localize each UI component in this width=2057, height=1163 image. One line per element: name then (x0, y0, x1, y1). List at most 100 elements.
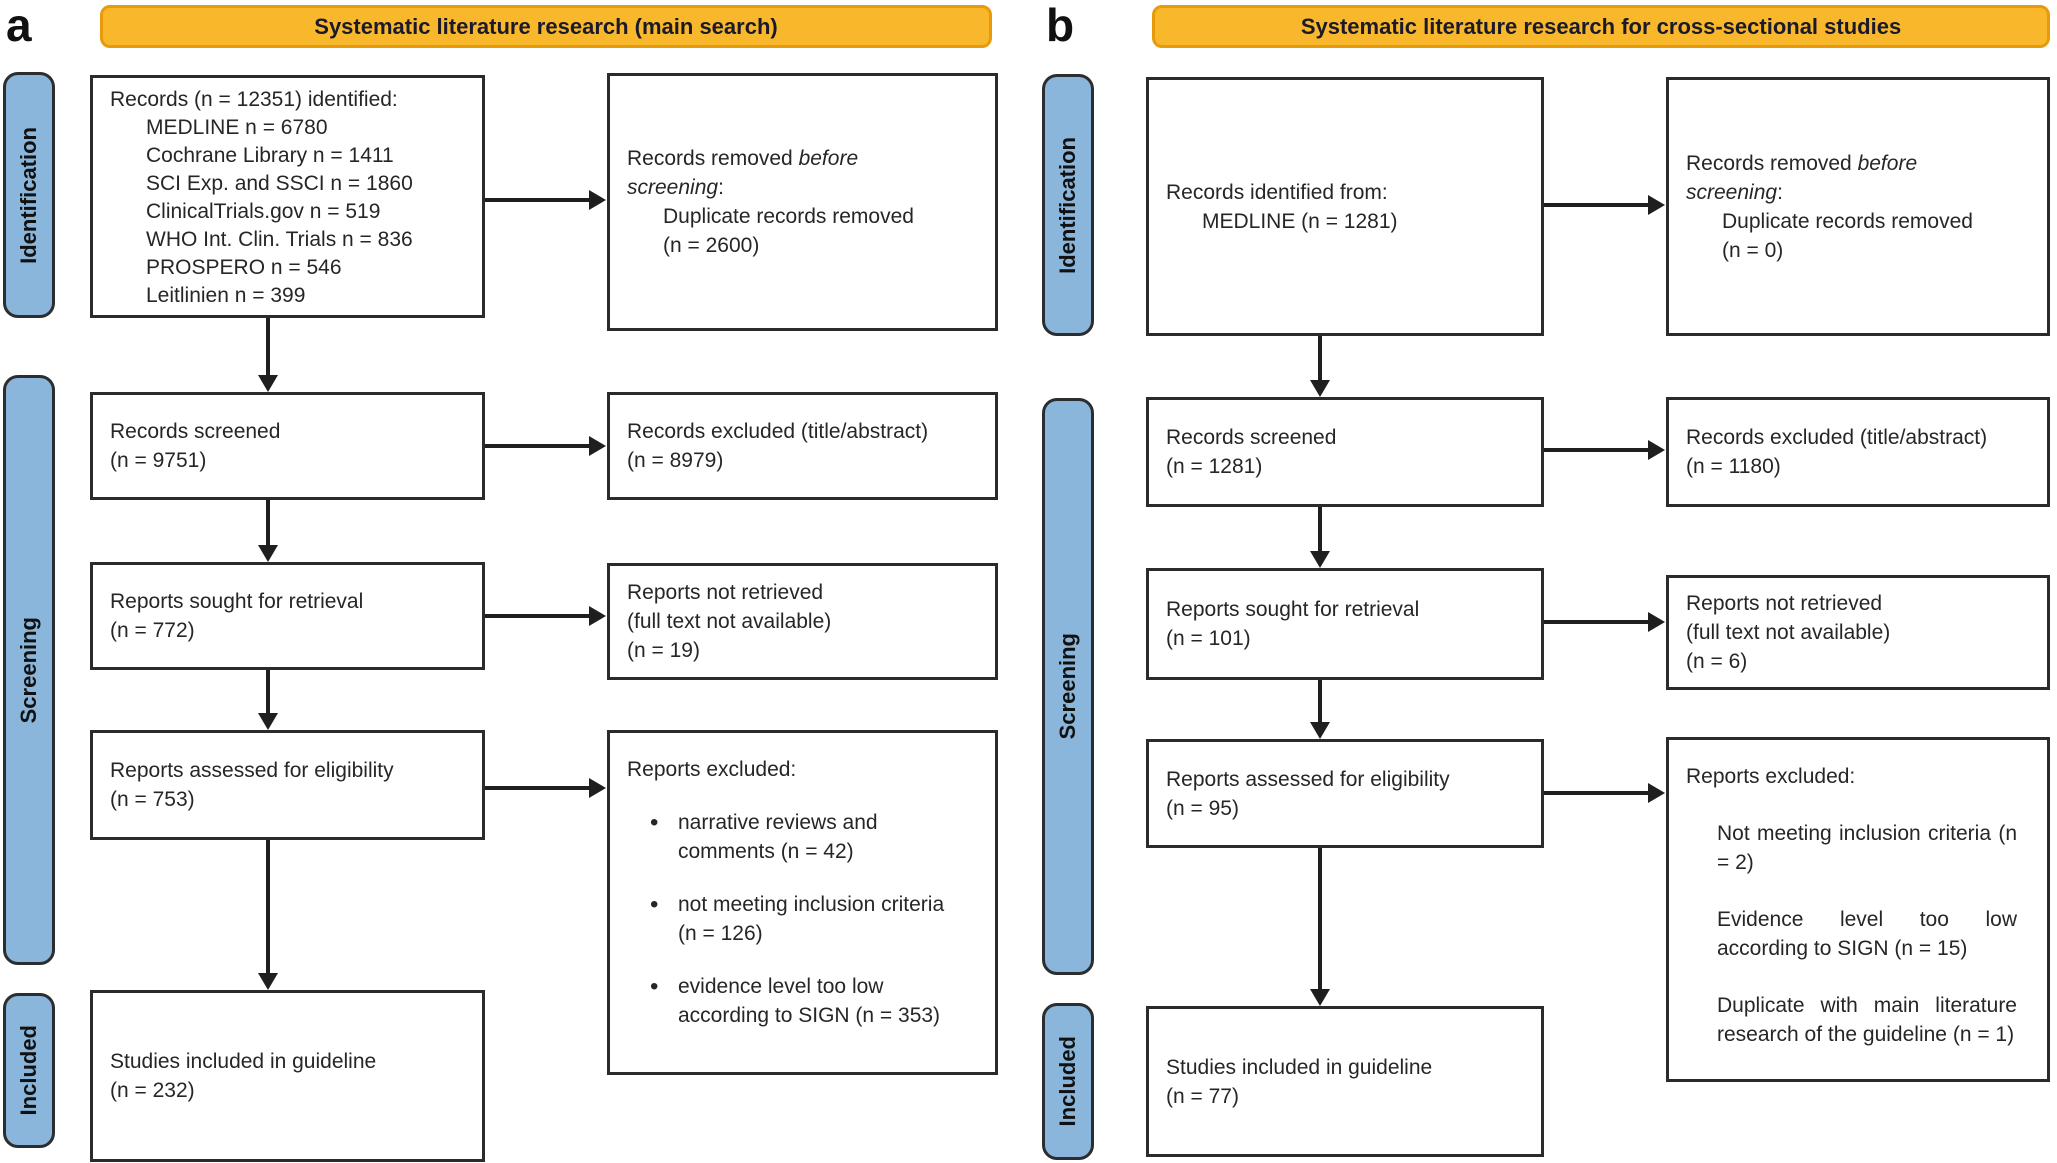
box-line: Records identified from: (1166, 180, 1388, 204)
box-line: (n = 19) (627, 639, 700, 662)
arrow-identified-to-screened-b (1318, 336, 1322, 382)
box-line: (n = 77) (1166, 1084, 1239, 1108)
box-line: Reports assessed for eligibility (1166, 767, 1450, 791)
arrow-assessed-to-excluded-b (1544, 791, 1649, 795)
list-item: evidence level too low according to SIGN… (650, 972, 963, 1030)
box-line: SCI Exp. and SSCI n = 1860 (146, 172, 413, 195)
box-line: (n = 9751) (110, 449, 207, 472)
box-line: Duplicate records removed (1722, 209, 1973, 233)
box-records-removed-b: Records removed before screening: Duplic… (1666, 77, 2050, 336)
arrow-sought-to-assessed-b (1318, 680, 1322, 724)
box-reports-not-retrieved-a: Reports not retrieved (full text not ava… (607, 563, 998, 680)
box-line: (n = 101) (1166, 627, 1251, 650)
box-reports-assessed-b: Reports assessed for eligibility (n = 95… (1146, 739, 1544, 848)
box-line: Reports not retrieved (627, 581, 824, 604)
box-line: Reports sought for retrieval (110, 590, 364, 613)
box-line: Records excluded (title/abstract) (627, 420, 929, 443)
box-reports-sought-a: Reports sought for retrieval (n = 772) (90, 562, 485, 670)
stage-screening-a-label: Screening (16, 616, 41, 724)
panel-a-label: a (6, 0, 32, 51)
box-line: Records excluded (title/abstract) (1686, 426, 1988, 449)
arrow-sought-to-assessed-a (266, 670, 270, 715)
box-line: Records removed before screening: (1686, 151, 1918, 204)
box-line: WHO Int. Clin. Trials n = 836 (146, 228, 413, 251)
box-records-removed-a: Records removed before screening: Duplic… (607, 73, 998, 331)
box-reports-assessed-a: Reports assessed for eligibility (n = 75… (90, 730, 485, 840)
stage-screening-b-label: Screening (1055, 633, 1080, 740)
panel-a-header-text: Systematic literature research (main sea… (314, 13, 778, 39)
exclusion-reason-list: narrative reviews and comments (n = 42) … (610, 808, 995, 1030)
box-reports-excluded-b: Reports excluded: Not meeting inclusion … (1666, 737, 2050, 1082)
box-line: PROSPERO n = 546 (146, 256, 342, 279)
arrow-screened-to-sought-a (266, 500, 270, 547)
box-records-identified-a: Records (n = 12351) identified: MEDLINE … (90, 75, 485, 318)
box-line: (full text not available) (627, 610, 832, 633)
box-line: MEDLINE (n = 1281) (1202, 209, 1398, 233)
arrow-identified-to-removed-a (485, 198, 590, 202)
box-line: MEDLINE n = 6780 (146, 116, 328, 139)
box-line: (n = 8979) (627, 449, 724, 472)
stage-screening-b: Screening (1042, 398, 1094, 975)
box-line: (n = 1180) (1686, 455, 1781, 478)
arrow-screened-to-sought-b (1318, 507, 1322, 553)
panel-b-header: Systematic literature research for cross… (1152, 5, 2050, 48)
arrow-assessed-to-included-a (266, 840, 270, 975)
arrow-identified-to-screened-a (266, 318, 270, 377)
box-reports-not-retrieved-b: Reports not retrieved (full text not ava… (1666, 575, 2050, 690)
box-line: (n = 2600) (663, 234, 760, 257)
stage-screening-a: Screening (3, 375, 55, 965)
arrow-assessed-to-excluded-a (485, 786, 590, 790)
box-line: (n = 772) (110, 619, 195, 642)
box-line: Studies included in guideline (110, 1050, 377, 1073)
stage-identification-a-label: Identification (16, 126, 41, 264)
box-records-identified-b: Records identified from: MEDLINE (n = 12… (1146, 77, 1544, 336)
panel-a-header: Systematic literature research (main sea… (100, 5, 992, 48)
arrow-identified-to-removed-b (1544, 203, 1649, 207)
box-records-excluded-b: Records excluded (title/abstract) (n = 1… (1666, 397, 2050, 507)
box-line: Reports excluded: (627, 758, 797, 781)
box-line: ClinicalTrials.gov n = 519 (146, 200, 381, 223)
arrow-screened-to-excluded-a (485, 444, 590, 448)
box-line: Cochrane Library n = 1411 (146, 144, 394, 167)
box-line: Studies included in guideline (1166, 1055, 1433, 1079)
box-line: Leitlinien n = 399 (146, 284, 306, 307)
box-reports-sought-b: Reports sought for retrieval (n = 101) (1146, 568, 1544, 680)
box-line: Duplicate records removed (663, 205, 914, 228)
arrow-sought-to-not-retrieved-a (485, 614, 590, 618)
box-line: (n = 232) (110, 1079, 195, 1102)
panel-b-label: b (1046, 0, 1075, 51)
box-line: (n = 753) (110, 788, 195, 811)
box-line: Reports assessed for eligibility (110, 759, 394, 782)
stage-identification-b-label: Identification (1055, 136, 1080, 274)
arrow-screened-to-excluded-b (1544, 448, 1649, 452)
box-records-screened-a: Records screened (n = 9751) (90, 392, 485, 500)
stage-identification-b: Identification (1042, 74, 1094, 336)
box-line: Reports sought for retrieval (1166, 598, 1420, 621)
box-studies-included-a: Studies included in guideline (n = 232) (90, 990, 485, 1162)
box-reports-excluded-a: Reports excluded: narrative reviews and … (607, 730, 998, 1075)
box-line: Records screened (110, 420, 281, 443)
box-line: (full text not available) (1686, 621, 1891, 644)
stage-included-a: Included (3, 993, 55, 1148)
box-records-screened-b: Records screened (n = 1281) (1146, 397, 1544, 507)
arrow-assessed-to-included-b (1318, 848, 1322, 991)
exclusion-reason-list: Not meeting inclusion criteria (n = 2) E… (1669, 819, 2047, 1049)
list-item: narrative reviews and comments (n = 42) (650, 808, 963, 866)
box-line: Records screened (1166, 426, 1337, 449)
box-line: Records (n = 12351) identified: (110, 88, 398, 111)
box-line: Records removed before screening: (627, 147, 859, 199)
box-records-excluded-a: Records excluded (title/abstract) (n = 8… (607, 392, 998, 500)
stage-included-a-label: Included (16, 1025, 41, 1116)
box-line: (n = 95) (1166, 796, 1239, 820)
list-item: Not meeting inclusion criteria (n = 2) (1717, 822, 2017, 874)
arrow-sought-to-not-retrieved-b (1544, 620, 1649, 624)
panel-b-header-text: Systematic literature research for cross… (1300, 13, 1902, 39)
list-item: Evidence level too low according to SIGN… (1717, 908, 2017, 960)
stage-included-b-label: Included (1055, 1036, 1080, 1127)
box-studies-included-b: Studies included in guideline (n = 77) (1146, 1006, 1544, 1157)
stage-included-b: Included (1042, 1003, 1094, 1160)
list-item: not meeting inclusion criteria (n = 126) (650, 890, 963, 948)
box-line: (n = 6) (1686, 650, 1748, 673)
stage-identification-a: Identification (3, 72, 55, 318)
